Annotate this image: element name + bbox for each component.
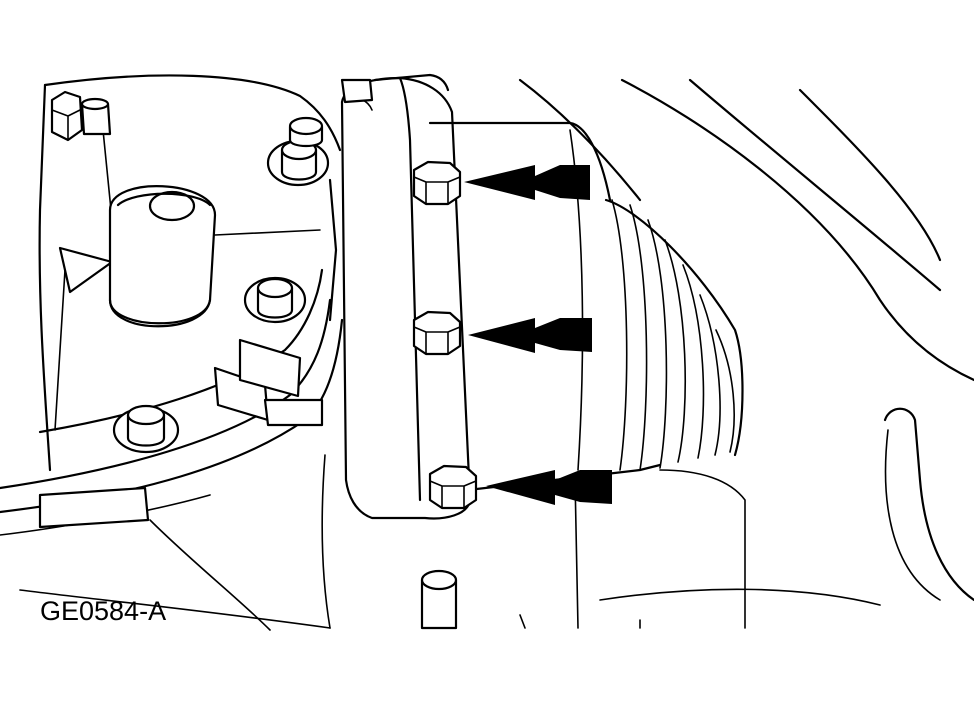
axle-bolt (412, 160, 462, 206)
figure-code: GE0584-A (40, 596, 167, 626)
lower-stud (420, 569, 458, 630)
axle-bolt (428, 464, 478, 510)
callout-arrow (464, 165, 590, 200)
background-contour (19, 78, 974, 629)
axle-bolt (412, 310, 462, 356)
corner-bolt (50, 90, 112, 142)
carrier-housing (0, 74, 344, 631)
housing-boss (108, 185, 217, 328)
callout-arrow (468, 318, 592, 353)
cover-stud (243, 276, 307, 324)
cover-stud (266, 139, 330, 187)
cover-stud (112, 404, 180, 454)
cover-stud (288, 116, 324, 148)
callout-arrow (486, 470, 612, 505)
axle-flange (340, 73, 472, 520)
